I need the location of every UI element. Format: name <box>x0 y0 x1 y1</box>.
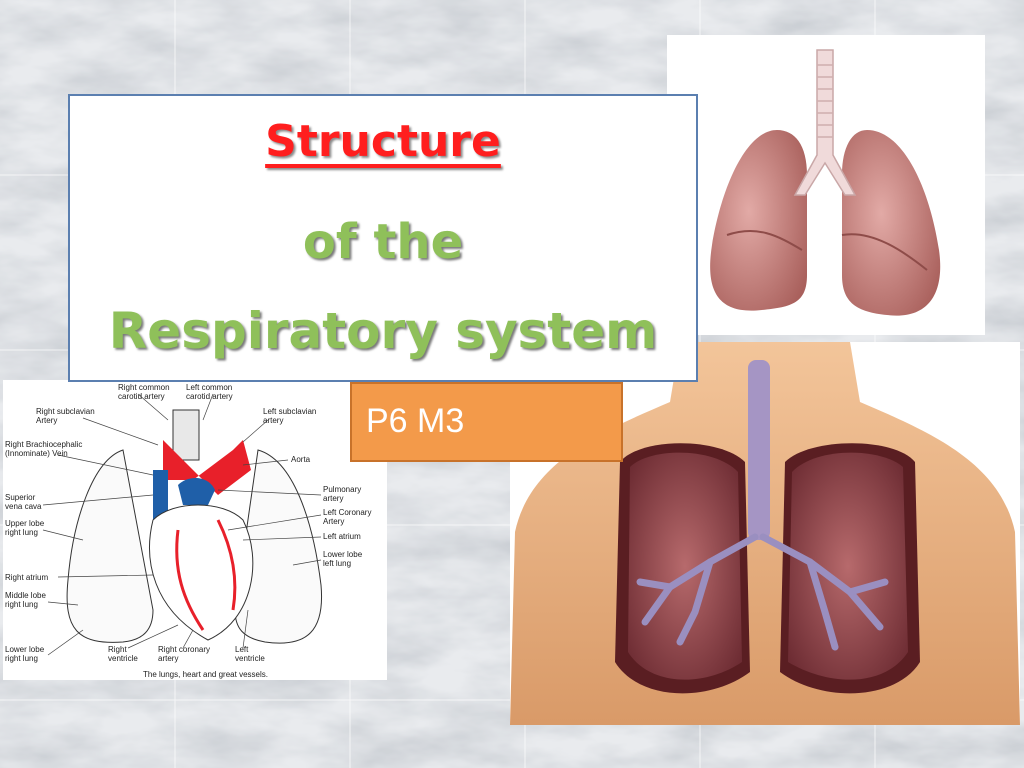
label-right-atrium: Right atrium <box>5 573 48 582</box>
label-left-atrium: Left atrium <box>323 532 361 541</box>
title-line-respiratory-system: Respiratory system <box>108 302 658 360</box>
label-aorta: Aorta <box>291 455 311 464</box>
title-box: Structure of the Respiratory system <box>68 94 698 382</box>
title-line-structure: Structure <box>265 116 501 167</box>
chest-lungs-image <box>510 342 1020 725</box>
lungs-image <box>667 35 985 335</box>
course-code-badge: P6 M3 <box>350 382 623 462</box>
diagram-caption: The lungs, heart and great vessels. <box>143 670 268 679</box>
label-right-brachiocephalic: Right Brachiocephalic(Innominate) Vein <box>5 440 82 458</box>
title-line-of-the: of the <box>302 214 464 270</box>
